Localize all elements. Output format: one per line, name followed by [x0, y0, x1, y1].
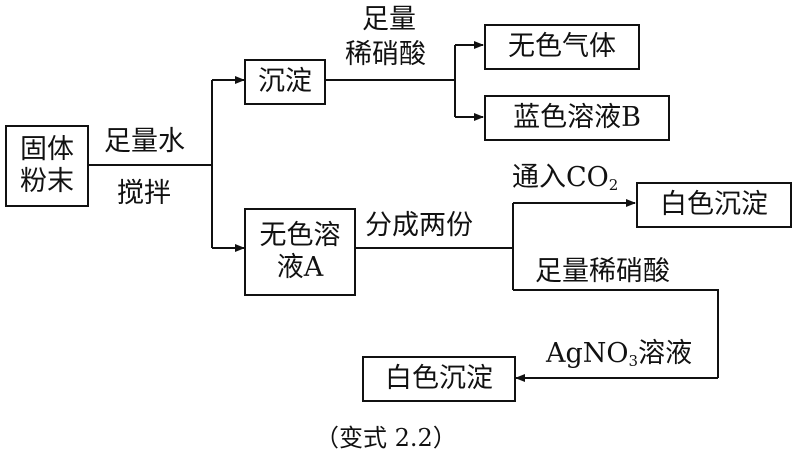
- connector-nitric-path: [513, 289, 719, 378]
- node-blue-solution-b-label: 蓝色溶液B: [513, 101, 641, 133]
- node-colorless-gas: 无色气体: [484, 24, 640, 70]
- label-excess-1: 足量: [362, 4, 416, 35]
- label-split-two-parts: 分成两份: [365, 210, 473, 241]
- label-agno3-subscript: 3: [628, 352, 639, 370]
- node-white-precipitate-agno3: 白色沉淀: [362, 356, 516, 402]
- label-excess-dilute-nitric: 足量稀硝酸: [535, 256, 670, 287]
- node-white-precipitate-co2: 白色沉淀: [636, 182, 792, 228]
- label-stir: 搅拌: [117, 178, 171, 209]
- label-agno3-text: AgNO: [546, 338, 629, 369]
- node-white-precipitate-agno3-label: 白色沉淀: [385, 362, 493, 394]
- node-blue-solution-b: 蓝色溶液B: [484, 95, 670, 141]
- label-dilute-nitric: 稀硝酸: [345, 39, 426, 70]
- label-agno3-solution: AgNO3溶液: [546, 338, 692, 370]
- figure-caption: （变式 2.2）: [315, 424, 457, 452]
- node-precipitate: 沉淀: [244, 59, 326, 105]
- label-excess-water: 足量水: [104, 126, 185, 157]
- label-agno3-suffix: 溶液: [638, 338, 693, 369]
- node-colorless-solution-a-label: 无色溶液A: [259, 219, 341, 283]
- node-colorless-gas-label: 无色气体: [508, 30, 616, 62]
- label-pass-co2-text: 通入CO: [512, 162, 609, 193]
- node-precipitate-label: 沉淀: [258, 65, 312, 97]
- node-solid-powder: 固体粉末: [5, 125, 89, 207]
- label-pass-co2: 通入CO2: [512, 162, 618, 194]
- node-colorless-solution-a: 无色溶液A: [244, 208, 356, 296]
- label-pass-co2-subscript: 2: [608, 176, 619, 194]
- node-white-precipitate-co2-label: 白色沉淀: [660, 188, 768, 220]
- node-solid-powder-label: 固体粉末: [20, 133, 74, 197]
